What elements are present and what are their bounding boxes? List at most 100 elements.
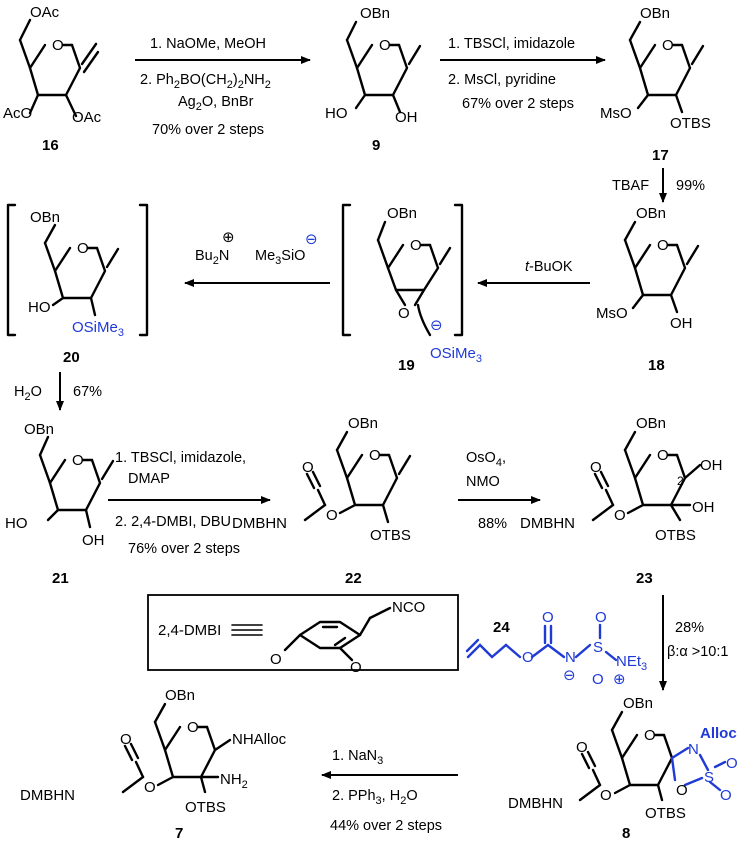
compound-18: O OBn MsO OH 18 (596, 205, 700, 374)
svg-text:2. Ph2BO(CH2)2NH2: 2. Ph2BO(CH2)2NH2 (140, 72, 271, 91)
ring-oxygen: O (77, 240, 89, 257)
svg-text:OSiMe3: OSiMe3 (72, 319, 124, 339)
obn-group: OBn (30, 209, 60, 226)
dmbhn-group: DMBHN (508, 795, 563, 812)
yield: 88% (478, 516, 507, 532)
ring-oxygen: O (410, 237, 422, 254)
obn-group: OBn (360, 5, 390, 22)
obn-group: OBn (623, 695, 653, 712)
compound-16: O OAc AcO OAc 16 (3, 4, 102, 154)
step-3: TBAF 99% (612, 168, 705, 203)
sulfonyl-oxygen: O (592, 671, 604, 688)
cation-charge: ⊕ (613, 671, 626, 688)
oac-group: OAc (72, 109, 102, 126)
oh-group: OH (82, 532, 105, 549)
ring-oxygen: O (369, 447, 381, 464)
compound-number: 24 (493, 619, 510, 636)
otbs-group: OTBS (655, 527, 696, 544)
step-10: 1. NaN3 2. PPh3, H2O 44% over 2 steps (321, 748, 458, 834)
mso-group: MsO (600, 105, 632, 122)
obn-group: OBn (348, 415, 378, 432)
ho-group: HO (5, 515, 28, 532)
ring-oxygen: O (662, 37, 674, 54)
reagent: 2. 2,4-DMBI, DBU (115, 514, 231, 530)
ring-oxygen: O (52, 37, 64, 54)
compound-number: 7 (175, 825, 183, 842)
step-6: H2O 67% (14, 372, 102, 411)
reagent: TBAF (612, 178, 649, 194)
ring-oxygen: O (72, 452, 84, 469)
step-5: Bu2N ⊕ Me3SiO ⊖ (184, 229, 330, 287)
compound-number: 21 (52, 570, 69, 587)
sulfonamide-nitrogen: N (565, 649, 576, 666)
sulfur: S (593, 639, 603, 656)
ho-group: HO (325, 105, 348, 122)
compound-number: 23 (636, 570, 653, 587)
isocyanate-group: NCO (392, 599, 425, 616)
ester-oxygen: O (522, 649, 534, 666)
svg-text:H2O: H2O (14, 384, 42, 403)
yield: 67% (73, 384, 102, 400)
reagent: NMO (466, 474, 500, 490)
compound-17: O OBn MsO OTBS 17 (600, 5, 711, 164)
oac-group: OAc (30, 4, 60, 21)
dmbi-label: 2,4-DMBI (158, 622, 221, 639)
compound-24: 24 O O N ⊖ S O O NEt3 ⊕ (465, 609, 647, 688)
svg-text:Me3SiO: Me3SiO (255, 248, 305, 267)
anion-charge: ⊖ (305, 231, 318, 248)
oh-group: OH (692, 499, 715, 516)
oh-group: OH (700, 457, 723, 474)
compound-20: O OBn HO OSiMe3 20 (6, 203, 149, 366)
mso-group: MsO (596, 305, 628, 322)
obn-group: OBn (24, 421, 54, 438)
carbonyl-oxygen: O (302, 459, 314, 476)
carbamate-oxygen: O (326, 507, 338, 524)
ring-oxygen: O (379, 37, 391, 54)
obn-group: OBn (165, 687, 195, 704)
methoxy-oxygen: O (350, 659, 362, 676)
epoxide-oxygen: O (398, 305, 410, 322)
sulfonyl-oxygen: O (726, 755, 738, 772)
otbs-group: OTBS (370, 527, 411, 544)
yield: 99% (676, 178, 705, 194)
methoxy-oxygen: O (270, 651, 282, 668)
carbamate-oxygen: O (144, 779, 156, 796)
compound-number: 19 (398, 357, 415, 374)
ho-group: HO (28, 299, 51, 316)
sulfonyl-oxygen: O (595, 609, 607, 626)
dmbhn-group: DMBHN (20, 787, 75, 804)
dmbi-definition-box: 2,4-DMBI NCO O O (147, 594, 459, 676)
compound-19: O OBn O ⊖ OSiMe3 19 (341, 203, 482, 374)
sulfur: S (704, 769, 714, 786)
compound-number: 16 (42, 137, 59, 154)
aco-group: AcO (3, 105, 32, 122)
carbonyl-oxygen: O (590, 459, 602, 476)
obn-group: OBn (640, 5, 670, 22)
reagent: 2. MsCl, pyridine (448, 72, 556, 88)
alloc-group: Alloc (700, 725, 737, 742)
obn-group: OBn (636, 415, 666, 432)
carbonyl-oxygen: O (542, 609, 554, 626)
anion-charge: ⊖ (563, 667, 576, 684)
yield: 67% over 2 steps (462, 96, 574, 112)
compound-number: 17 (652, 147, 669, 164)
compound-7: O OBn NHAlloc NH2 O O DMBHN OTBS 7 (20, 687, 287, 842)
svg-text:Bu2N: Bu2N (195, 248, 229, 267)
compound-number: 18 (648, 357, 665, 374)
cation-charge: ⊕ (222, 229, 235, 246)
oh-group: OH (395, 109, 418, 126)
step-9: 28% β:α >10:1 (659, 595, 728, 691)
oh-group: OH (670, 315, 693, 332)
sulfonyl-oxygen: O (720, 787, 732, 804)
ring-oxygen: O (676, 782, 688, 799)
obn-group: OBn (636, 205, 666, 222)
ring-oxygen: O (644, 727, 656, 744)
svg-text:OSiMe3: OSiMe3 (430, 345, 482, 365)
compound-number: 22 (345, 570, 362, 587)
yield: 76% over 2 steps (128, 541, 240, 557)
otbs-group: OTBS (645, 805, 686, 822)
svg-text:Ag2O, BnBr: Ag2O, BnBr (178, 94, 254, 113)
svg-text:t-BuOK: t-BuOK (525, 259, 573, 275)
step-7: 1. TBSCl, imidazole, DMAP 2. 2,4-DMBI, D… (108, 450, 271, 557)
